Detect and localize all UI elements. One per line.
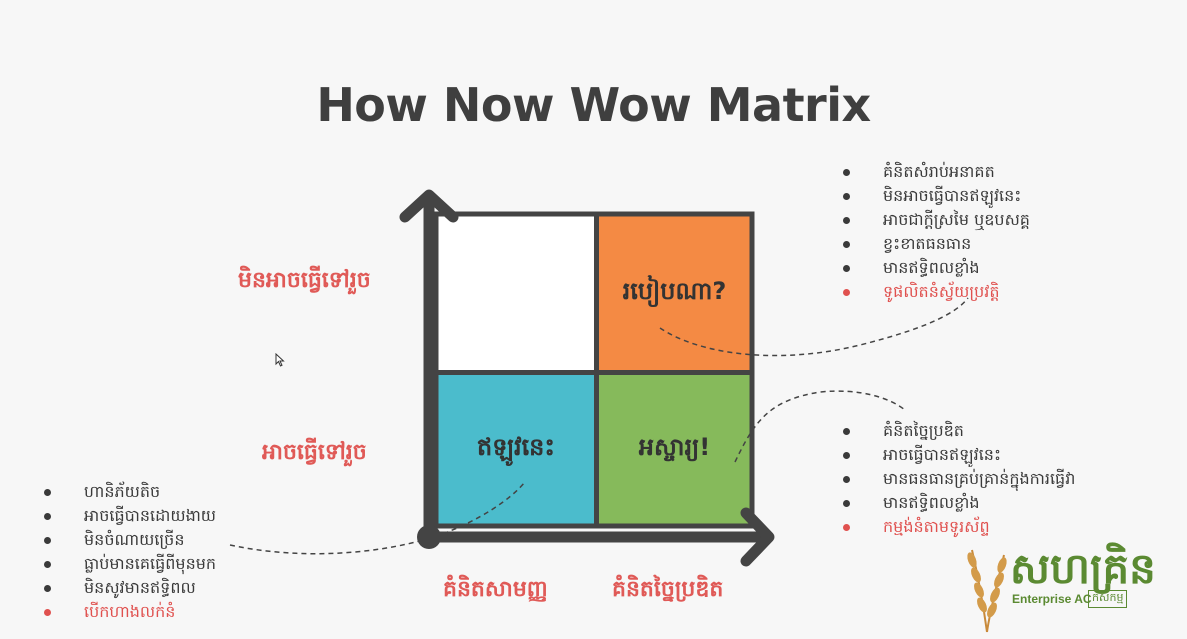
x-axis-arrowhead bbox=[740, 507, 775, 567]
list-item: អាចធ្វើបានដោយងាយ bbox=[44, 504, 216, 528]
how-connector bbox=[659, 297, 969, 357]
list-item: អាចជាក្តីស្រមៃ ឬឧបសគ្គ bbox=[843, 208, 1030, 232]
list-item: ខ្វះខាតធនធាន bbox=[843, 232, 1030, 256]
now-list: ហានិភ័យតិច អាចធ្វើបានដោយងាយ មិនចំណាយច្រើ… bbox=[44, 480, 216, 624]
y-axis-label-bottom: អាចធ្វើទៅរួច bbox=[262, 440, 367, 465]
mouse-cursor-icon bbox=[275, 353, 285, 367]
list-item: មិនអាចធ្វើបានឥឡូវនេះ bbox=[843, 184, 1030, 208]
list-item: ធ្លាប់មានគេធ្វើពីមុនមក bbox=[44, 552, 216, 576]
list-item: មានឥទ្ធិពលខ្លាំង bbox=[843, 491, 1075, 515]
quadrant-now: ឥឡូវនេះ bbox=[437, 374, 595, 525]
quadrant-wow: អស្ចារ្យ! bbox=[598, 374, 751, 525]
axis-origin bbox=[417, 525, 441, 549]
list-item: ហានិភ័យតិច bbox=[44, 480, 216, 504]
quadrant-how-label: របៀបណា? bbox=[622, 276, 727, 305]
list-item-highlight: ទូផលិតនំស្វ័យប្រវត្តិ bbox=[843, 280, 1030, 304]
quadrant-top-left bbox=[437, 215, 595, 371]
list-item: មានធនធានគ្រប់គ្រាន់ក្នុងការធ្វើវា bbox=[843, 467, 1075, 491]
list-item-highlight: កម្មង់នំតាមទូរស័ព្ទ bbox=[843, 515, 1075, 539]
y-axis-label-top: មិនអាចធ្វើទៅរួច bbox=[238, 268, 371, 293]
list-item: គំនិតច្នៃប្រឌិត bbox=[843, 419, 1075, 443]
list-item: មិនចំណាយច្រើន bbox=[44, 528, 216, 552]
brand-logo: សហគ្រិន Enterprise AC កសិកម្ម bbox=[962, 540, 1177, 635]
logo-subtitle: Enterprise AC bbox=[1012, 592, 1092, 606]
x-axis-label-right: គំនិតច្នៃប្រឌិត bbox=[612, 577, 724, 602]
wow-connector bbox=[734, 390, 906, 463]
list-item: គំនិតសំរាប់អនាគត bbox=[843, 160, 1030, 184]
wheat-icon bbox=[967, 549, 1007, 633]
quadrant-how: របៀបណា? bbox=[598, 215, 751, 371]
quadrant-wow-label: អស្ចារ្យ! bbox=[638, 433, 711, 461]
list-item: មិនសូវមានឥទ្ធិពល bbox=[44, 576, 216, 600]
logo-text: សហគ្រិន bbox=[1010, 544, 1156, 593]
list-item: មានឥទ្ធិពលខ្លាំង bbox=[843, 256, 1030, 280]
wow-list: គំនិតច្នៃប្រឌិត អាចធ្វើបានឥឡូវនេះ មានធនធ… bbox=[843, 419, 1075, 539]
how-list: គំនិតសំរាប់អនាគត មិនអាចធ្វើបានឥឡូវនេះ អា… bbox=[843, 160, 1030, 304]
y-axis-arrowhead bbox=[399, 189, 459, 223]
list-item-highlight: បើកហាងលក់នំ bbox=[44, 600, 216, 624]
x-axis-label-left: គំនិតសាមញ្ញ bbox=[443, 577, 548, 602]
list-item: អាចធ្វើបានឥឡូវនេះ bbox=[843, 443, 1075, 467]
quadrant-now-label: ឥឡូវនេះ bbox=[477, 433, 555, 461]
now-connector bbox=[229, 481, 526, 555]
page-title: How Now Wow Matrix bbox=[316, 78, 871, 132]
logo-tag: កសិកម្ម bbox=[1088, 590, 1128, 608]
